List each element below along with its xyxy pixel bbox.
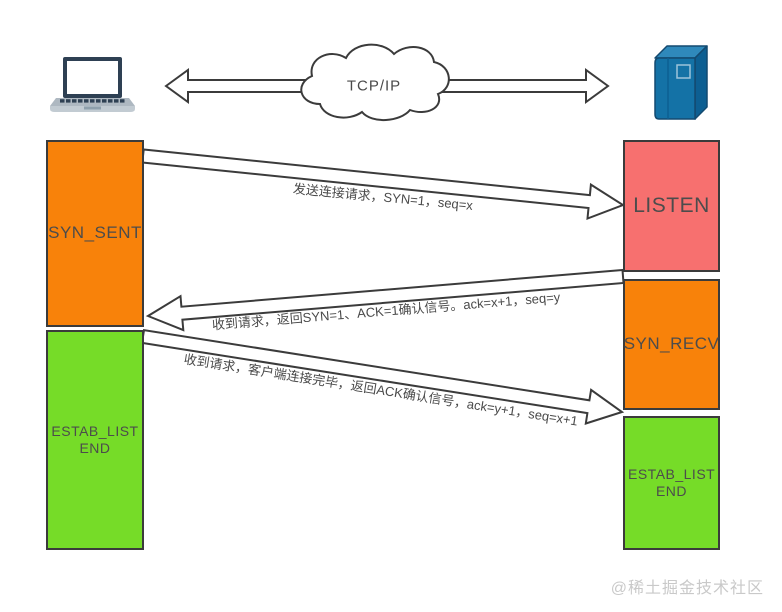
cloud-icon	[300, 43, 450, 121]
arrow-syn	[141, 148, 626, 221]
client-state-syn-sent: SYN_SENT	[46, 140, 144, 327]
laptop-icon	[50, 57, 135, 112]
arrow-ack	[140, 328, 625, 425]
server-state-syn-recv: SYN_RECV	[623, 279, 720, 410]
server-state-established: ESTAB_LIST END	[623, 416, 720, 550]
server-state-listen: LISTEN	[623, 140, 720, 272]
cloud-label: TCP/IP	[346, 77, 402, 95]
server-icon	[654, 45, 708, 120]
watermark: @稀土掘金技术社区	[610, 580, 764, 597]
arrow-syn-ack	[145, 268, 625, 332]
client-state-established: ESTAB_LIST END	[46, 330, 144, 550]
